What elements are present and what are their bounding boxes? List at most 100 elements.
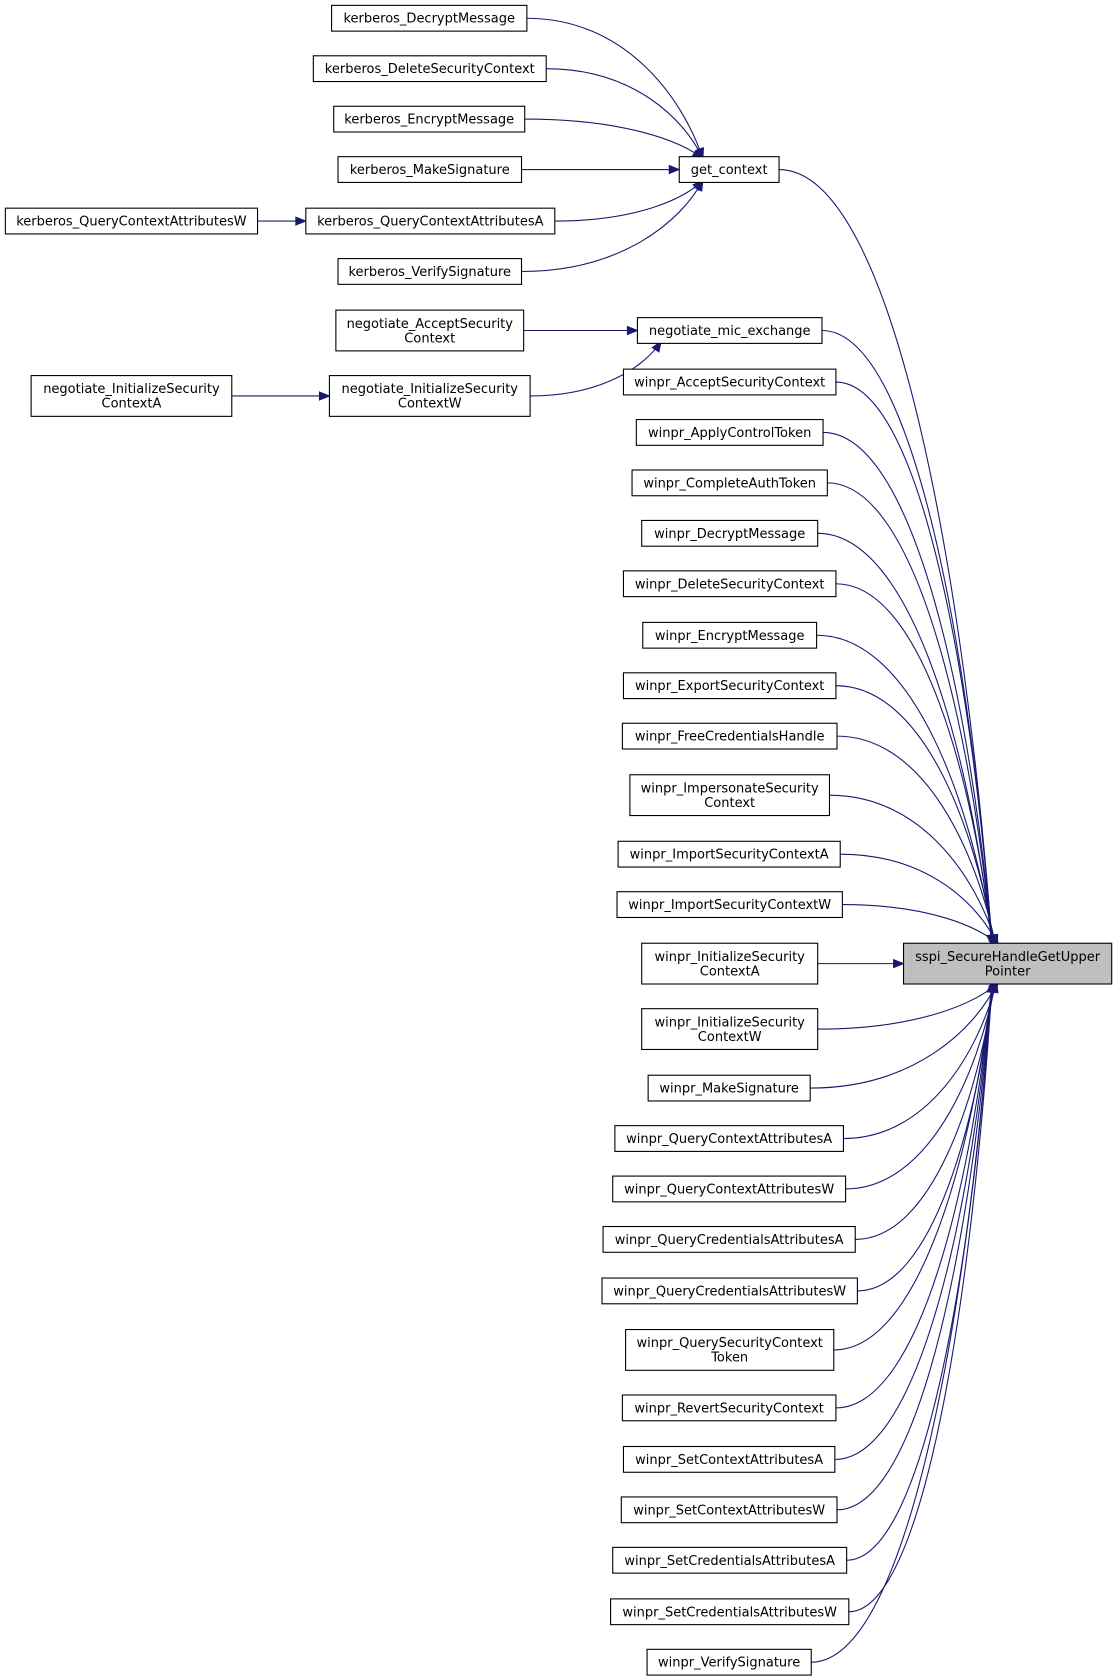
node-box[interactable] [642,621,818,649]
node-winpr_AcceptSecurityContext[interactable]: winpr_AcceptSecurityContext [622,368,837,396]
node-box[interactable] [678,156,780,183]
node-label: kerberos_VerifySignature [348,265,511,280]
node-winpr_SetCredentialsAttributesW[interactable]: winpr_SetCredentialsAttributesW [610,1598,850,1626]
node-winpr_FreeCredentialsHandle[interactable]: winpr_FreeCredentialsHandle [621,722,838,750]
node-box[interactable] [641,519,819,547]
node-box[interactable] [620,1496,838,1524]
node-get_context[interactable]: get_context [678,156,780,183]
node-box[interactable] [647,1074,811,1102]
node-box[interactable] [610,1598,850,1626]
node-box[interactable] [612,1175,847,1203]
arrowhead-negotiate_InitializeSecurityContextW-to-negotiate_mic_exchange [651,340,662,353]
node-label: negotiate_InitializeSecurity [43,382,220,397]
node-box[interactable] [30,375,233,417]
node-label: winpr_RevertSecurityContext [634,1401,823,1416]
node-winpr_SetCredentialsAttributesA[interactable]: winpr_SetCredentialsAttributesA [612,1546,848,1574]
node-box[interactable] [617,840,841,868]
node-box[interactable] [622,672,837,700]
node-kerberos_QueryContextAttributesW[interactable]: kerberos_QueryContextAttributesW [4,207,259,235]
node-kerberos_MakeSignature[interactable]: kerberos_MakeSignature [337,156,523,183]
node-label: winpr_MakeSignature [659,1082,799,1097]
node-box[interactable] [621,1394,837,1422]
node-box[interactable] [646,1648,812,1676]
node-label: winpr_SetContextAttributesW [633,1503,825,1518]
node-winpr_QueryCredentialsAttributesW[interactable]: winpr_QueryCredentialsAttributesW [601,1277,858,1305]
node-box[interactable] [641,1008,819,1051]
node-label: winpr_ImportSecurityContextA [630,848,829,863]
edge-winpr_SetContextAttributesW-to-sspi_SecureHandleGetUpperPointer [836,981,993,1511]
node-box[interactable] [601,1277,858,1305]
node-box[interactable] [312,55,547,83]
node-winpr_DeleteSecurityContext[interactable]: winpr_DeleteSecurityContext [622,570,837,598]
edge-winpr_FreeCredentialsHandle-to-sspi_SecureHandleGetUpperPointer [836,735,997,946]
node-kerberos_EncryptMessage[interactable]: kerberos_EncryptMessage [333,105,526,133]
edge-winpr_ExportSecurityContext-to-sspi_SecureHandleGetUpperPointer [835,685,996,946]
node-winpr_ImportSecurityContextW[interactable]: winpr_ImportSecurityContextW [616,891,843,919]
arrowhead-kerberos_MakeSignature-to-get_context [668,164,681,175]
node-box[interactable] [621,722,838,750]
node-winpr_EncryptMessage[interactable]: winpr_EncryptMessage [642,621,818,649]
node-kerberos_QueryContextAttributesA[interactable]: kerberos_QueryContextAttributesA [305,207,556,235]
node-box[interactable] [641,942,819,985]
root-node-box[interactable] [902,942,1113,985]
node-box[interactable] [305,207,556,235]
node-box[interactable] [337,258,523,285]
node-kerberos_DecryptMessage[interactable]: kerberos_DecryptMessage [331,4,528,32]
node-box[interactable] [328,375,531,417]
arrowhead-kerberos_VerifySignature-to-get_context [693,179,704,192]
node-label: kerberos_MakeSignature [350,163,510,178]
node-kerberos_VerifySignature[interactable]: kerberos_VerifySignature [337,258,523,285]
node-winpr_ExportSecurityContext[interactable]: winpr_ExportSecurityContext [622,672,837,700]
node-label: negotiate_InitializeSecurity [342,382,519,397]
node-box[interactable] [631,469,828,497]
node-label: kerberos_QueryContextAttributesA [317,215,544,230]
node-label: get_context [691,163,768,178]
node-label: winpr_QueryContextAttributesA [626,1132,832,1147]
node-box[interactable] [622,368,837,396]
node-winpr_ImportSecurityContextA[interactable]: winpr_ImportSecurityContextA [617,840,841,868]
node-winpr_DecryptMessage[interactable]: winpr_DecryptMessage [641,519,819,547]
node-winpr_QueryCredentialsAttributesA[interactable]: winpr_QueryCredentialsAttributesA [602,1225,856,1253]
node-winpr_ApplyControlToken[interactable]: winpr_ApplyControlToken [635,419,824,446]
node-box[interactable] [335,309,525,352]
node-winpr_SetContextAttributesA[interactable]: winpr_SetContextAttributesA [622,1445,836,1473]
node-box[interactable] [625,1328,835,1371]
edge-kerberos_EncryptMessage-to-get_context [524,118,704,160]
node-box[interactable] [622,1445,836,1473]
node-box[interactable] [636,317,823,344]
node-negotiate_AcceptSecurityContext[interactable]: negotiate_AcceptSecurityContext [335,309,525,352]
node-box[interactable] [622,570,837,598]
node-box[interactable] [331,4,528,32]
node-winpr_RevertSecurityContext[interactable]: winpr_RevertSecurityContext [621,1394,837,1422]
node-winpr_SetContextAttributesW[interactable]: winpr_SetContextAttributesW [620,1496,838,1524]
node-box[interactable] [337,156,523,183]
node-negotiate_mic_exchange[interactable]: negotiate_mic_exchange [636,317,823,344]
node-winpr_CompleteAuthToken[interactable]: winpr_CompleteAuthToken [631,469,828,497]
node-box[interactable] [612,1546,848,1574]
node-box[interactable] [4,207,259,235]
node-box[interactable] [635,419,824,446]
node-winpr_QueryContextAttributesW[interactable]: winpr_QueryContextAttributesW [612,1175,847,1203]
node-winpr_QueryContextAttributesA[interactable]: winpr_QueryContextAttributesA [614,1125,844,1152]
node-label: Context [404,331,455,346]
node-label: winpr_QueryCredentialsAttributesW [613,1284,846,1299]
node-box[interactable] [333,105,526,133]
node-box[interactable] [614,1125,844,1152]
arrowhead-winpr_VerifySignature-to-sspi_SecureHandleGetUpperPointer [986,980,997,993]
node-box[interactable] [616,891,843,919]
node-label: winpr_ExportSecurityContext [635,679,824,694]
node-box[interactable] [629,774,831,817]
node-winpr_VerifySignature[interactable]: winpr_VerifySignature [646,1648,812,1676]
node-kerberos_DeleteSecurityContext[interactable]: kerberos_DeleteSecurityContext [312,55,547,83]
node-winpr_MakeSignature[interactable]: winpr_MakeSignature [647,1074,811,1102]
node-label: Pointer [985,964,1031,979]
node-box[interactable] [602,1225,856,1253]
